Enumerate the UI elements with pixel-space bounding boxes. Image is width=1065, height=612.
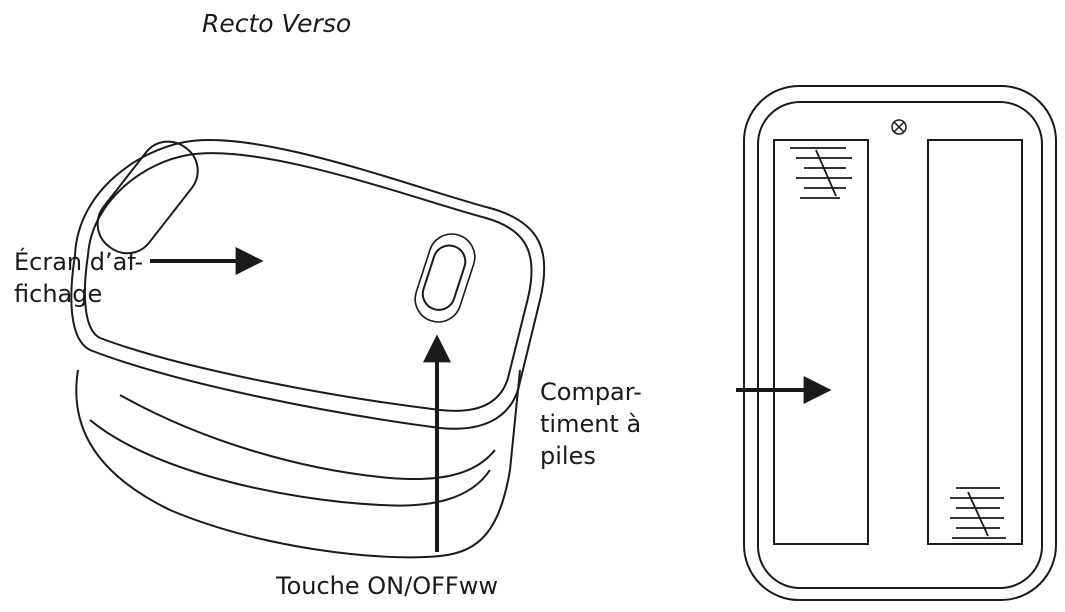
device-top-inner-edge (83, 152, 533, 412)
screw-icon (891, 119, 907, 135)
spring-contact-icon (790, 147, 852, 199)
power-button[interactable] (419, 241, 470, 314)
device-lower-body (75, 369, 521, 559)
device-lower-seam-2 (119, 394, 496, 481)
back-outer-shell (743, 85, 1057, 601)
spring-contact-icon (950, 487, 1006, 539)
device-front-view (70, 138, 546, 559)
device-back-view (743, 85, 1057, 601)
battery-slot-right (927, 139, 1023, 545)
label-display-screen: Écran d’af- fichage (14, 248, 144, 308)
screw-cross (893, 121, 905, 133)
display-window (96, 140, 199, 255)
label-battery-compartment: Compar- timent à piles (540, 378, 642, 470)
device-top-shell (70, 138, 546, 430)
label-power-button: Touche ON/OFFww (276, 572, 498, 600)
page-title: Recto Verso (202, 9, 352, 38)
power-button-outer (414, 233, 476, 323)
back-inner-shell (757, 101, 1043, 589)
device-lower-seam (89, 419, 491, 507)
callout-arrows (150, 247, 832, 552)
battery-slot-left (773, 139, 869, 545)
